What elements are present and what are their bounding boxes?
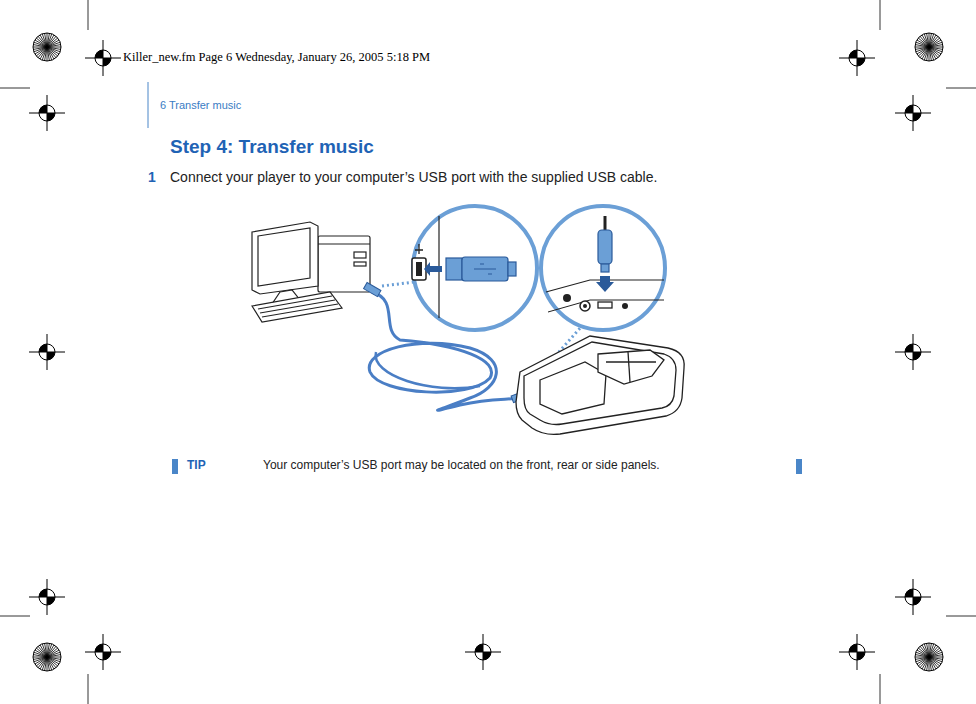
registration-sunburst bbox=[915, 33, 943, 61]
registration-target bbox=[465, 634, 501, 670]
registration-target bbox=[85, 40, 121, 76]
registration-target bbox=[29, 334, 65, 370]
tip-bar bbox=[796, 459, 802, 474]
running-header: 6 Transfer music bbox=[160, 99, 241, 111]
registration-target bbox=[29, 95, 65, 131]
registration-sunburst bbox=[915, 643, 943, 671]
registration-target bbox=[839, 634, 875, 670]
registration-target bbox=[895, 579, 931, 615]
zoom-leader bbox=[382, 282, 414, 286]
usb-plug bbox=[364, 283, 381, 297]
player bbox=[516, 336, 684, 434]
registration-target bbox=[29, 579, 65, 615]
tip-text: Your computer’s USB port may be located … bbox=[263, 458, 660, 472]
registration-target bbox=[839, 40, 875, 76]
zoom-circle-port bbox=[412, 206, 537, 330]
tip-bar bbox=[172, 459, 178, 474]
tip-label: TIP bbox=[187, 458, 206, 472]
registration-marks bbox=[29, 40, 931, 670]
registration-target bbox=[895, 334, 931, 370]
zoom-circle-connector bbox=[541, 206, 665, 330]
step-number: 1 bbox=[148, 169, 156, 185]
file-stamp: Killer_new.fm Page 6 Wednesday, January … bbox=[123, 50, 430, 65]
step-text: Connect your player to your computer’s U… bbox=[170, 169, 657, 185]
registration-sunburst bbox=[33, 643, 61, 671]
registration-target bbox=[85, 634, 121, 670]
registration-sunbursts bbox=[33, 33, 943, 671]
registration-sunburst bbox=[33, 33, 61, 61]
header-rule bbox=[148, 82, 149, 128]
registration-target bbox=[895, 95, 931, 131]
step-heading: Step 4: Transfer music bbox=[170, 136, 374, 158]
computer bbox=[252, 222, 370, 322]
